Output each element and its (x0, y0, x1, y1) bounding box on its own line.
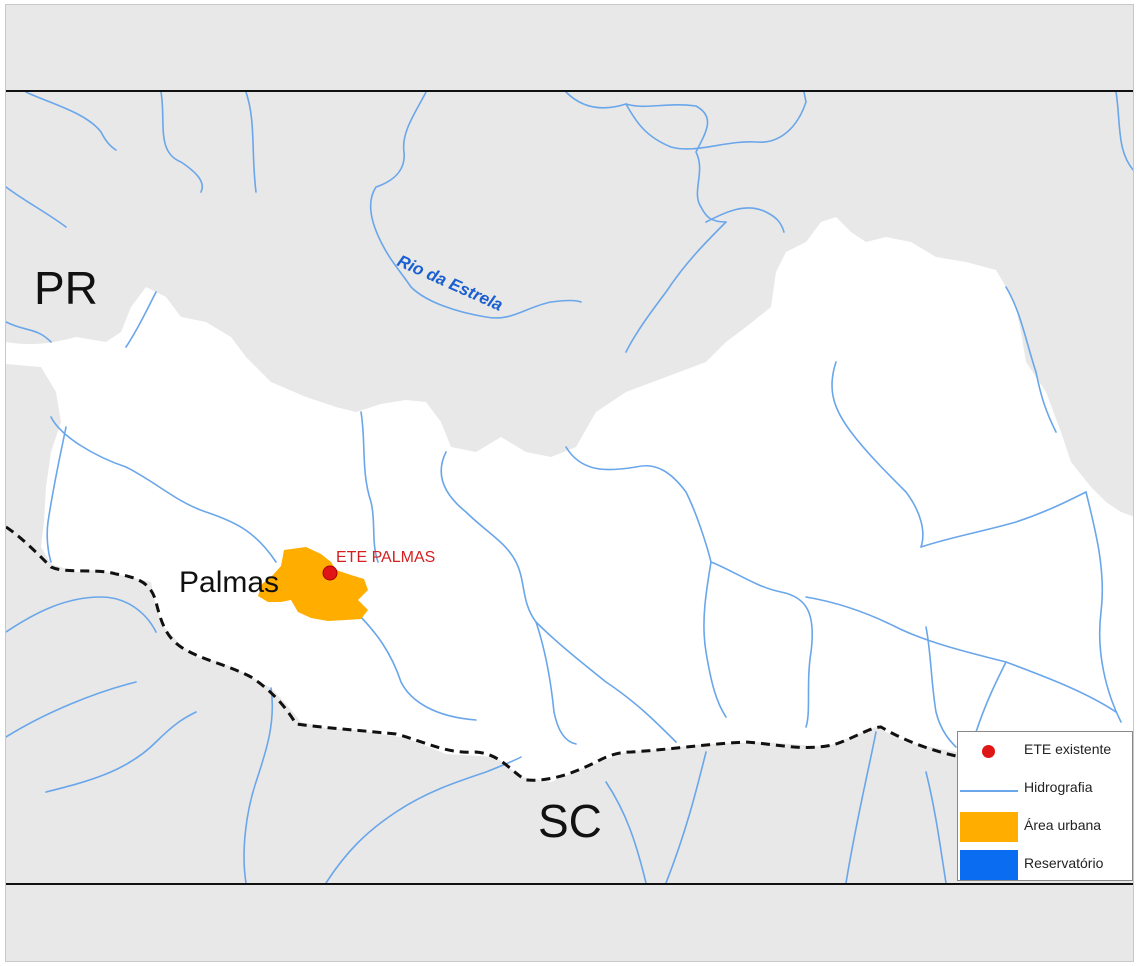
legend-label: ETE existente (1024, 741, 1112, 757)
river-line (45, 711, 197, 793)
river-line (535, 621, 577, 745)
legend-item-reservatorio: Reservatório (958, 846, 1132, 882)
city-label-palmas: Palmas (179, 566, 279, 599)
river-line (6, 681, 137, 738)
legend-label: Área urbana (1024, 817, 1102, 833)
river-line (6, 186, 67, 228)
river-line (625, 92, 807, 150)
river-line (245, 92, 257, 193)
river-line (360, 411, 379, 563)
watershed-area (6, 217, 1133, 782)
map-frame: PR SC Palmas ETE PALMAS Rio da Estrela E… (5, 4, 1134, 962)
map-canvas: PR SC Palmas ETE PALMAS Rio da Estrela (6, 92, 1133, 883)
river-line (925, 626, 957, 748)
legend-item-ete: ETE existente (958, 732, 1132, 768)
river-line (705, 207, 785, 233)
river-line (6, 596, 157, 633)
ete-palmas-point (322, 565, 338, 581)
river-line (1115, 92, 1133, 171)
river-line (125, 291, 157, 348)
facility-label-ete-palmas: ETE PALMAS (336, 549, 435, 566)
river-line (440, 451, 677, 743)
river-line (920, 491, 1087, 548)
river-line (25, 92, 117, 151)
river-line (975, 661, 1007, 733)
orange-fill-icon (960, 812, 1018, 842)
river-line (46, 426, 67, 563)
river-line (565, 446, 712, 563)
river-line (710, 561, 813, 728)
river-line (625, 221, 727, 353)
river-line (805, 596, 1117, 713)
river-line (243, 687, 274, 883)
map-panel: PR SC Palmas ETE PALMAS Rio da Estrela E… (6, 90, 1133, 885)
river-line (565, 92, 727, 223)
river-line (605, 781, 647, 883)
river-line (50, 416, 277, 563)
legend-label: Reservatório (1024, 855, 1104, 871)
map-legend: ETE existente Hidrografia Área urbana Re… (957, 731, 1133, 881)
river-line (665, 751, 707, 883)
river-line (703, 561, 727, 718)
river-line (6, 321, 52, 343)
urban-area-palmas (258, 547, 368, 621)
river-line (160, 92, 203, 193)
state-label-pr: PR (34, 262, 98, 314)
river-line (831, 361, 924, 548)
blue-line-icon (960, 774, 1018, 804)
river-line (369, 92, 582, 319)
river-line (1005, 286, 1057, 433)
river-line (355, 611, 477, 721)
state-border-line (6, 525, 962, 782)
river-label-rio-da-estrela: Rio da Estrela (394, 251, 505, 314)
blue-fill-icon (960, 850, 1018, 880)
river-line (325, 756, 522, 883)
river-line (925, 771, 947, 883)
legend-item-hidrografia: Hidrografia (958, 770, 1132, 806)
state-label-sc: SC (538, 795, 602, 847)
river-line (845, 731, 877, 883)
legend-label: Hidrografia (1024, 779, 1093, 795)
legend-item-area-urbana: Área urbana (958, 808, 1132, 844)
red-dot-icon (960, 736, 1018, 766)
river-line (1085, 491, 1122, 723)
